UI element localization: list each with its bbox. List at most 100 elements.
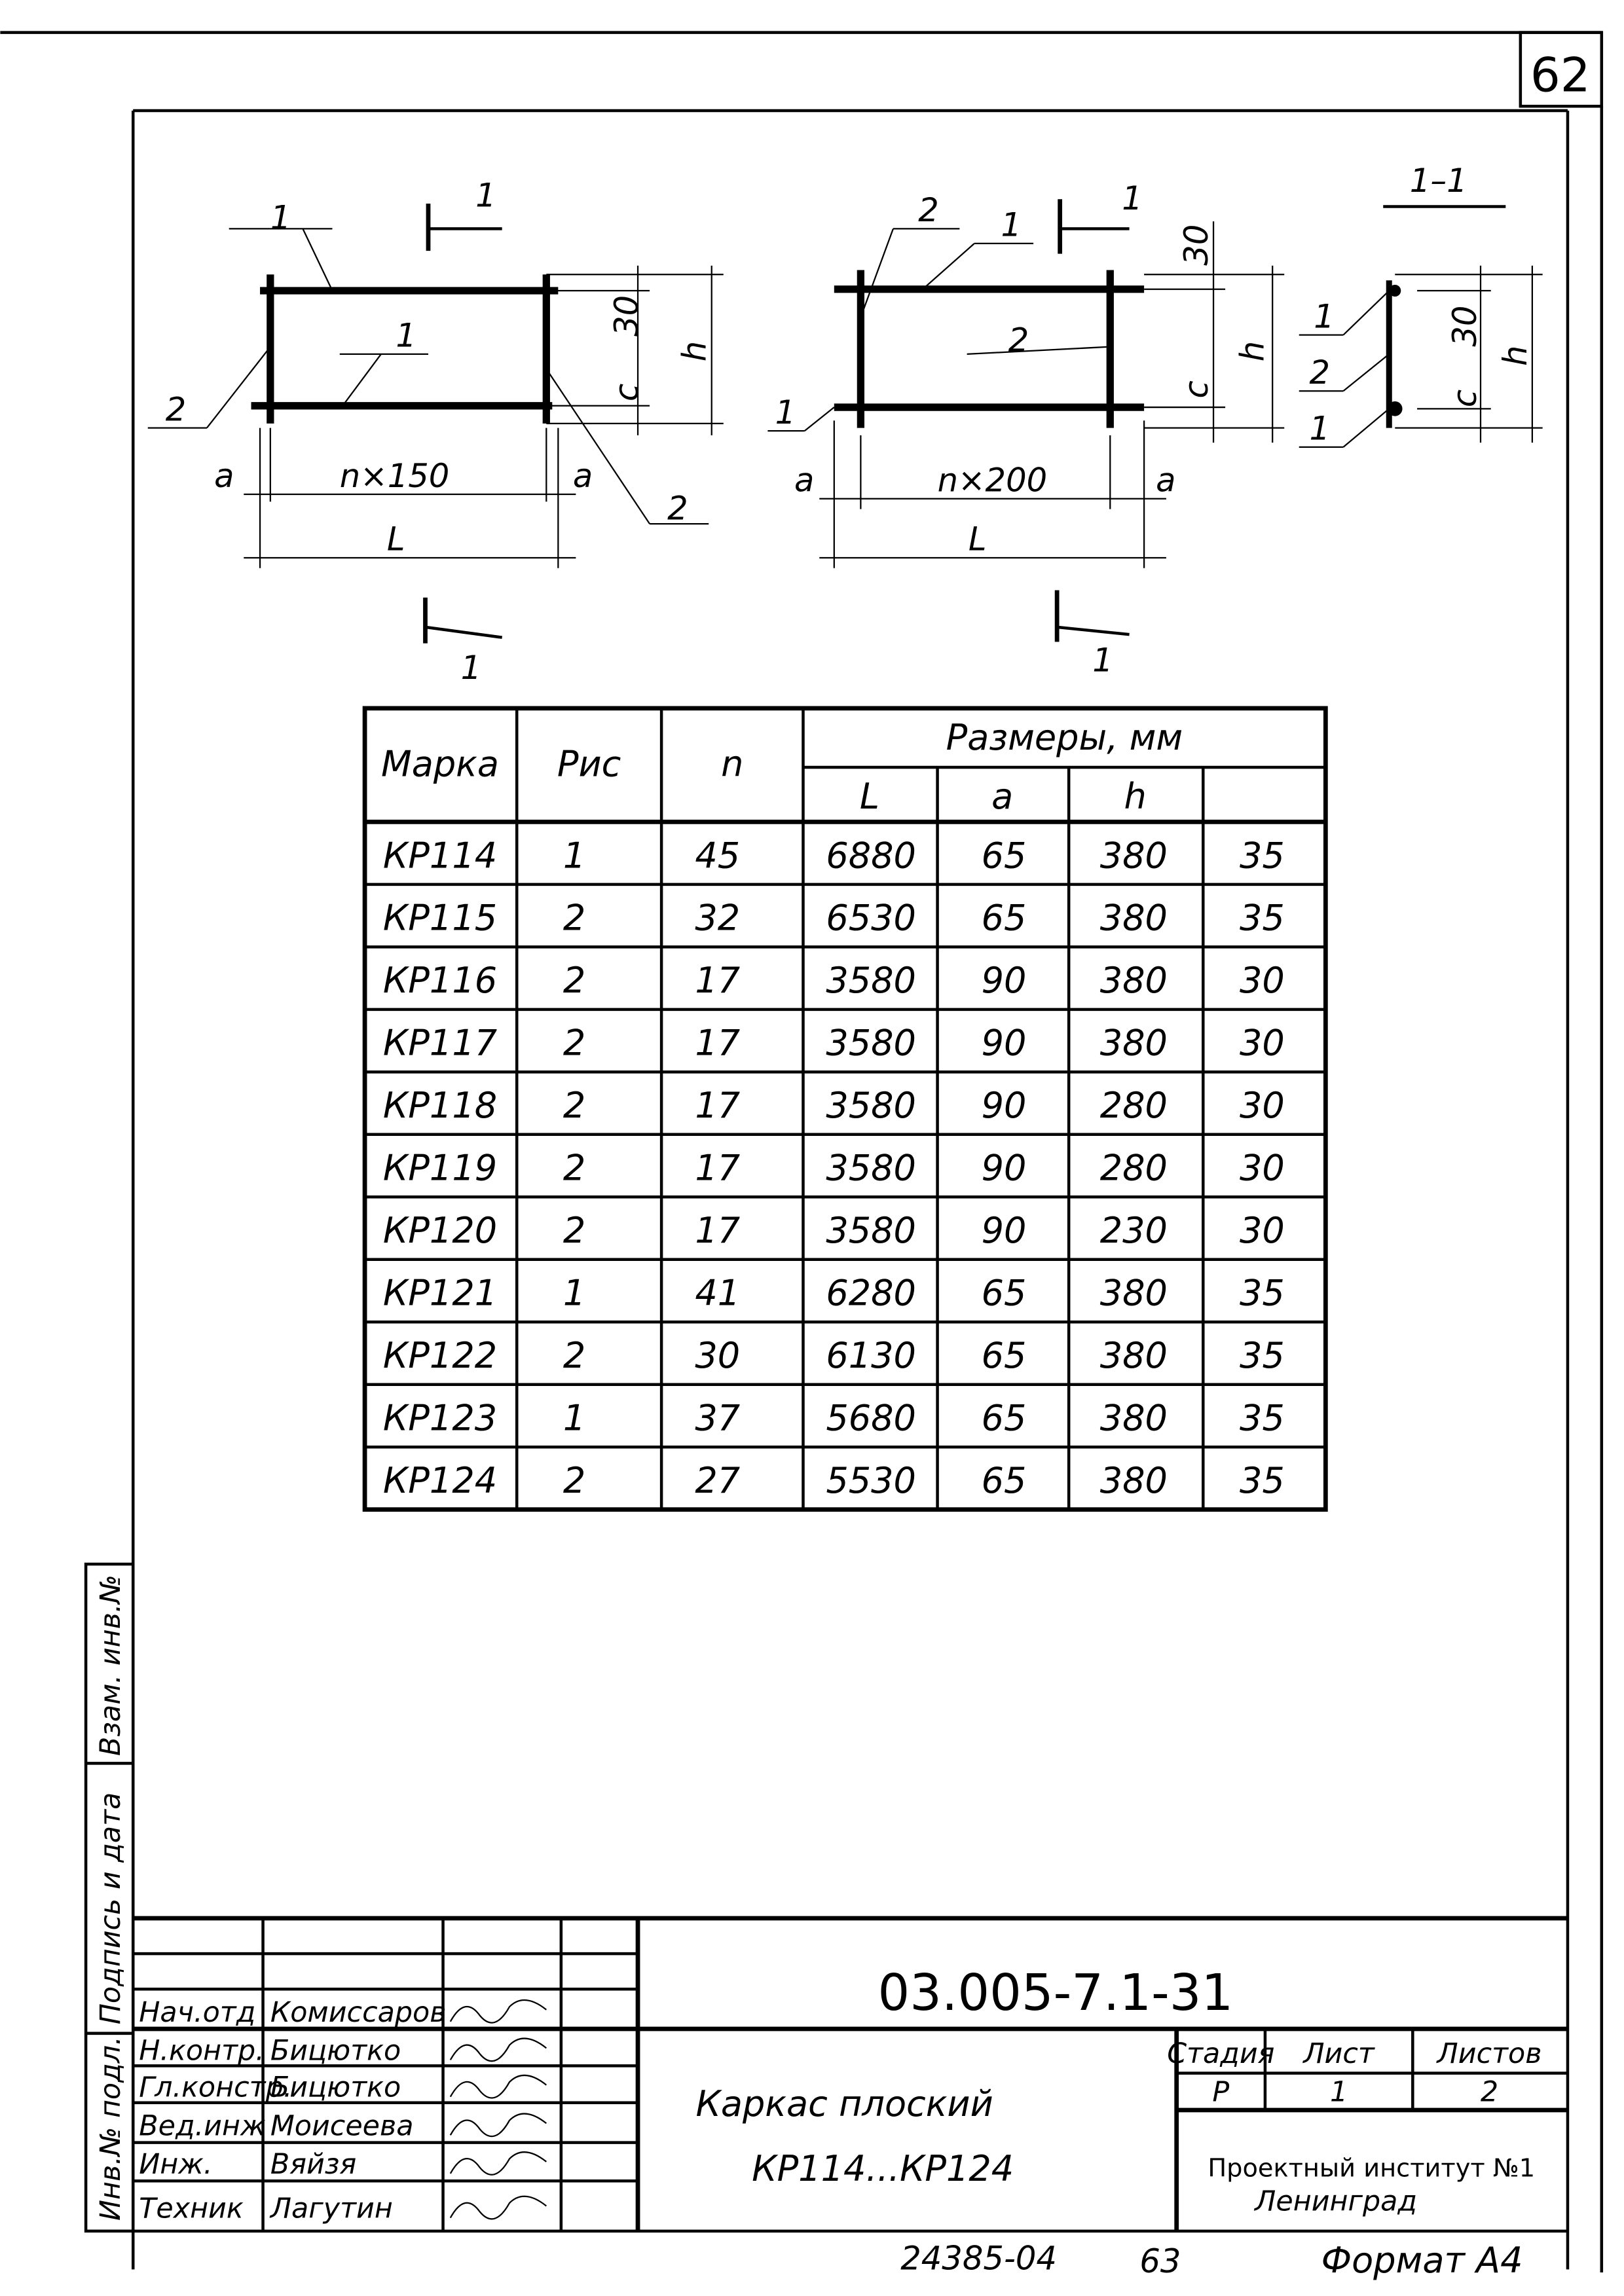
section-1-1: 1–1 1 2 1 30 c h	[1299, 162, 1543, 448]
table-cell: 3580	[826, 960, 916, 1001]
table-cell: 2	[563, 1460, 585, 1501]
header-a: a	[991, 776, 1013, 817]
fig2-dim-a-left: a	[794, 462, 814, 500]
staff-name: Бицютко	[270, 2071, 401, 2104]
table-cell: 2	[563, 1148, 585, 1189]
table-cell: 3580	[826, 1085, 916, 1126]
footer-page: 63	[1139, 2242, 1181, 2280]
table-cell: 65	[982, 1273, 1027, 1314]
side-stamp-inv-orig: Инв.№ подл.	[94, 2036, 127, 2221]
table-cell: 380	[1100, 1335, 1168, 1376]
table-cell: 17	[695, 1085, 740, 1126]
fig1-pos-right: 2	[667, 489, 688, 527]
table-cell: 90	[982, 1085, 1027, 1126]
table-cell: 30	[1240, 1210, 1285, 1251]
table-cell: 65	[982, 835, 1027, 876]
fig1-pos-left: 2	[166, 390, 187, 428]
table-cell: КР122	[383, 1335, 497, 1376]
staff-role: Инж.	[139, 2148, 212, 2181]
table-cell: 65	[982, 1460, 1027, 1501]
fig2-dim-a-right: a	[1156, 462, 1175, 500]
table-cell: КР118	[383, 1085, 497, 1126]
table-cell: 380	[1100, 960, 1168, 1001]
signature	[449, 2037, 547, 2062]
header-fig: Рис	[557, 744, 621, 785]
header-h: h	[1124, 776, 1146, 817]
fig1-dim-a-right: a	[573, 457, 593, 495]
staff-name: Вяйзя	[270, 2148, 356, 2181]
format-label: Формат А4	[1321, 2240, 1523, 2281]
sheet-value: 1	[1330, 2075, 1348, 2108]
signature	[449, 2151, 547, 2176]
section-dim-h: h	[1496, 346, 1534, 366]
section-pos-1-top: 1	[1314, 297, 1335, 335]
staff-role: Вед.инж	[139, 2109, 266, 2142]
table-cell: КР115	[383, 898, 497, 939]
stage-value: Р	[1212, 2075, 1229, 2108]
table-cell: КР117	[383, 1023, 497, 1064]
table-cell: 35	[1240, 1273, 1285, 1314]
table-cell: 35	[1240, 835, 1285, 876]
table-cell: 30	[695, 1335, 740, 1376]
signature	[449, 2074, 547, 2099]
table-cell: 41	[695, 1273, 740, 1314]
signature	[449, 1999, 547, 2024]
staff-name: Комиссаров	[270, 1996, 447, 2029]
table-cell: 32	[695, 898, 740, 939]
table-cell: 30	[1240, 1148, 1285, 1189]
table-cell: КР119	[383, 1148, 497, 1189]
fig1-pos-bottom: 1	[396, 317, 416, 355]
staff-role: Н.контр.	[139, 2034, 265, 2067]
staff-role: Техник	[139, 2193, 244, 2225]
staff-name: Лагутин	[269, 2193, 393, 2225]
fig1-dim-a-left: a	[214, 457, 234, 495]
table-cell: 30	[1240, 1085, 1285, 1126]
table-cell: 90	[982, 1210, 1027, 1251]
table-cell: 2	[563, 960, 585, 1001]
fig1-dim-L: L	[387, 520, 405, 558]
table-cell: 1	[563, 1398, 585, 1439]
table-cell: 65	[982, 1335, 1027, 1376]
sheets-label: Листов	[1436, 2037, 1542, 2070]
table-cell: 65	[982, 898, 1027, 939]
table-cell: 37	[695, 1398, 740, 1439]
table-cell: 380	[1100, 1273, 1168, 1314]
table-cell: 2	[563, 1085, 585, 1126]
inventory-number: 24385-04	[900, 2239, 1057, 2277]
section-dim-c: c	[1446, 390, 1484, 407]
table-cell: 35	[1240, 1335, 1285, 1376]
fig2-pos-vert-right: 2	[1008, 321, 1029, 359]
table-cell: 6880	[826, 835, 916, 876]
table-cell: КР123	[383, 1398, 497, 1439]
title-line-2: КР114...КР124	[752, 2148, 1014, 2189]
organization-name: Проектный институт №1	[1208, 2153, 1535, 2183]
table-cell: 3580	[826, 1210, 916, 1251]
page-number-box	[1519, 31, 1604, 108]
fig1-dim-h: h	[676, 341, 714, 361]
table-cell: 2	[563, 898, 585, 939]
section-dim-30: 30	[1446, 306, 1484, 347]
fig2-dim-30: 30	[1177, 225, 1215, 266]
table-cell: 280	[1100, 1148, 1168, 1189]
fig2-section-mark-bottom: 1	[1092, 642, 1113, 680]
organization-city: Ленинград	[1253, 2185, 1417, 2217]
table-cell: 3580	[826, 1148, 916, 1189]
table-cell: КР121	[383, 1273, 497, 1314]
table-cell: КР114	[383, 835, 497, 876]
staff-name: Моисеева	[270, 2109, 414, 2142]
table-cell: 90	[982, 1023, 1027, 1064]
sheet-label: Лист	[1302, 2037, 1375, 2070]
header-L: L	[860, 776, 879, 817]
